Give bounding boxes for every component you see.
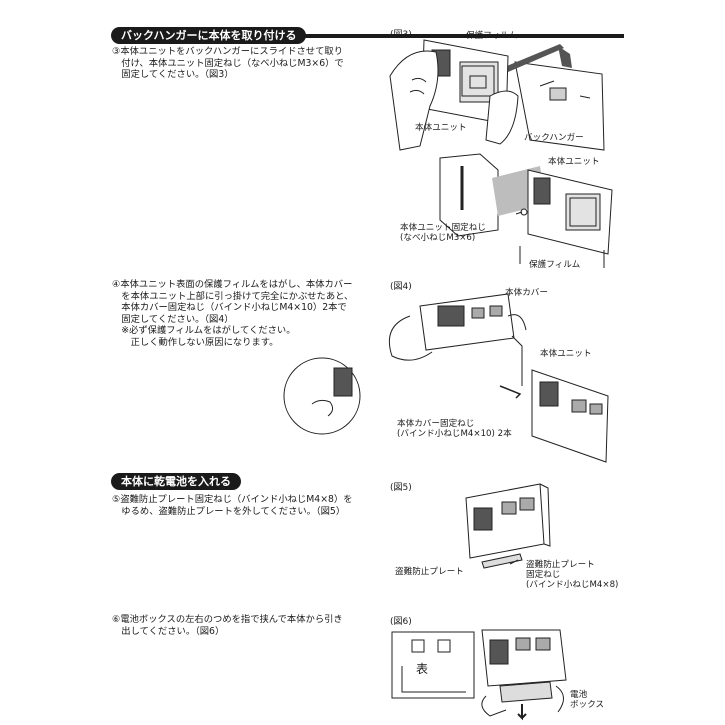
- step-6-text: ⑥電池ボックスの左右のつめを指で挟んで本体から引き 出してください。（図6）: [112, 614, 343, 637]
- step-3-text: ③本体ユニットをバックハンガーにスライドさせて取り 付け、本体ユニット固定ねじ（…: [112, 46, 344, 80]
- fig4-label: (図4): [390, 282, 412, 292]
- fig5-callout-plate: 盗難防止プレート: [395, 567, 464, 577]
- fig3-callout-protective-film-bottom: 保護フィルム: [529, 260, 581, 270]
- fig6-label: (図6): [390, 617, 412, 627]
- fig3-callout-protective-film-top: 保護フィルム: [466, 31, 518, 41]
- fig3-illustration-upper: [390, 36, 615, 151]
- step-4-text: ④本体ユニット表面の保護フィルムをはがし、本体カバー を本体ユニット上部に引っ掛…: [112, 279, 354, 348]
- fig3-callout-main-unit-right: 本体ユニット: [548, 157, 600, 167]
- fig3-callout-fixing-screw: 本体ユニット固定ねじ (なべ小ねじM3×6): [400, 223, 486, 243]
- fig3-callout-main-unit-left: 本体ユニット: [415, 123, 467, 133]
- section-heading-insert-batteries: 本体に乾電池を入れる: [111, 473, 241, 490]
- header-rule: [118, 34, 624, 38]
- fig3-callout-back-hanger: バックハンガー: [524, 133, 584, 143]
- fig5-callout-plate-screw: 盗難防止プレート 固定ねじ (バインド小ねじM4×8): [526, 560, 619, 590]
- fig4-callout-cover-screw: 本体カバー固定ねじ (バインド小ねじM4×10) 2本: [397, 419, 512, 439]
- section-heading-mount-unit: バックハンガーに本体を取り付ける: [111, 27, 307, 44]
- fig6-inset-text: 表: [416, 662, 429, 676]
- fig5-illustration: [460, 484, 560, 574]
- step-5-text: ⑤盗難防止プレート固定ねじ（バインド小ねじM4×8）を ゆるめ、盗難防止プレート…: [112, 494, 353, 517]
- fig5-label: (図5): [390, 483, 412, 493]
- fig4-callout-main-unit: 本体ユニット: [540, 349, 592, 359]
- fig3-illustration-lower: [436, 150, 616, 270]
- fig6-illustration: [390, 626, 615, 723]
- fig6-callout-battery-box: 電池 ボックス: [570, 690, 605, 710]
- fig4-callout-cover: 本体カバー: [505, 288, 548, 298]
- fig3-label: (図3): [390, 30, 412, 40]
- fig4-illustration: [282, 286, 617, 466]
